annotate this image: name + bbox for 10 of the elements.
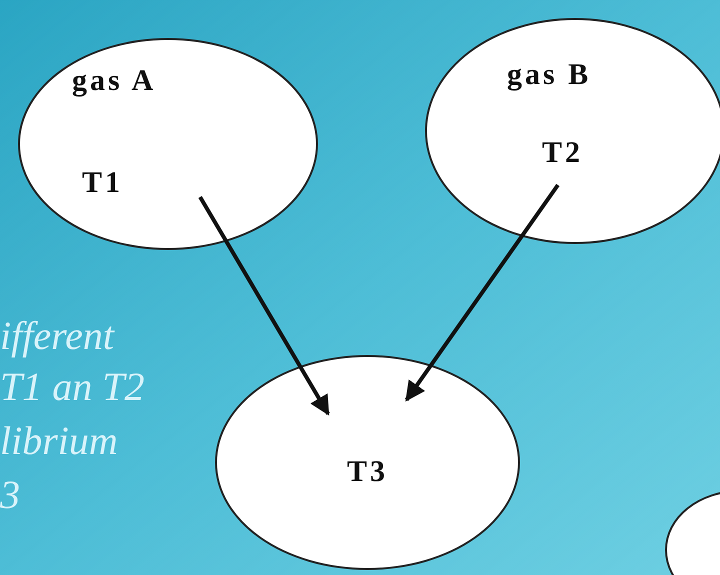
caption-text: ifferent	[0, 316, 114, 356]
caption-text: librium	[0, 421, 118, 461]
arrow	[404, 184, 560, 402]
caption-text: T1 an T2	[0, 367, 144, 407]
node-label: gas B	[507, 60, 592, 90]
node-label: T1	[82, 168, 124, 198]
node-label: T3	[346, 457, 389, 487]
node-label: gas A	[72, 66, 156, 96]
node-label: T2	[542, 138, 584, 168]
arrow	[198, 196, 330, 416]
